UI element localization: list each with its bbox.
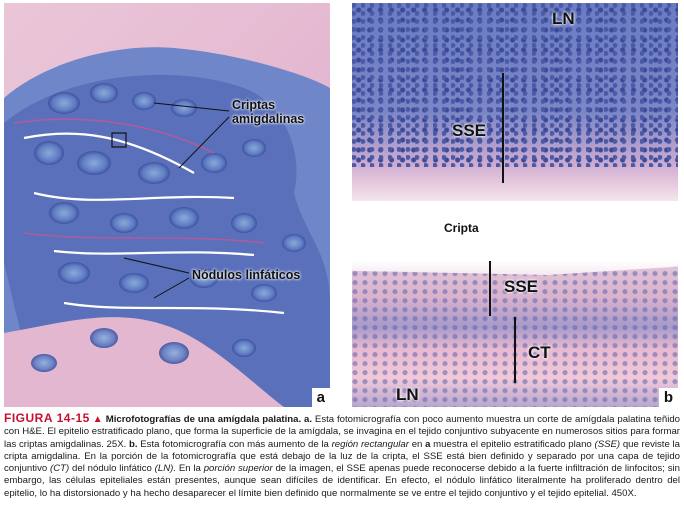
epithelium-surface <box>352 167 678 201</box>
label-ln-top: LN <box>552 9 575 28</box>
tonsil-section-illustration <box>4 47 330 407</box>
region-rectangle <box>111 132 127 148</box>
micrograph-b-bottom: SSE CT LN b <box>352 261 678 407</box>
label-ln-bottom: LN <box>396 385 419 404</box>
panel-letter-b: b <box>658 388 678 407</box>
figure-number: FIGURA 14-15 <box>4 411 90 425</box>
label-nodulos-linfaticos: Nódulos linfáticos <box>192 268 301 282</box>
crypt-lumen: Cripta <box>352 201 678 261</box>
label-ct: CT <box>528 343 551 362</box>
micrograph-b-top: LN SSE <box>352 3 678 201</box>
ct-bracket <box>514 317 516 383</box>
figure-caption: FIGURA 14-15 ▲ Microfotografías de una a… <box>4 411 680 499</box>
panel-letter-a: a <box>311 388 330 407</box>
label-sse-bottom: SSE <box>504 277 539 296</box>
triangle-icon: ▲ <box>92 414 103 425</box>
label-cripta: Cripta <box>444 221 479 235</box>
sse-bottom-bracket <box>489 261 491 316</box>
sse-top-bracket <box>502 73 504 183</box>
caption-title: Microfotografías de una amígdala palatin… <box>105 414 313 425</box>
label-sse-top: SSE <box>452 121 487 140</box>
micrograph-a: Criptas amigdalinas Nódulos linfáticos a <box>4 3 330 407</box>
label-criptas-amigdalinas: Criptas amigdalinas <box>232 98 305 126</box>
